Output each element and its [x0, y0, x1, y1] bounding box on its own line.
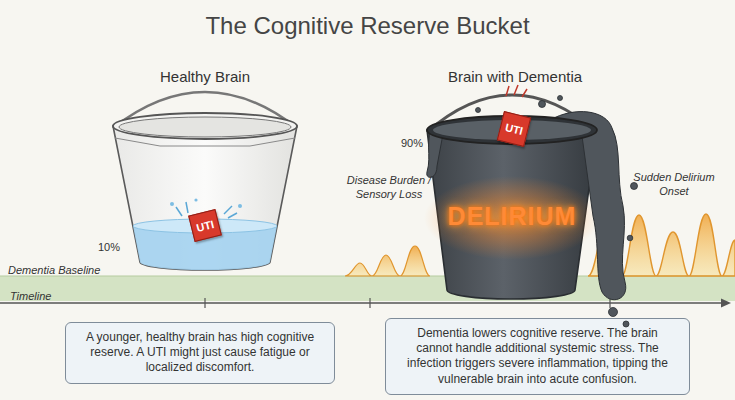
bucket-rim — [113, 113, 297, 139]
timeline-axis — [0, 302, 722, 304]
axis-label: Timeline — [10, 290, 90, 304]
splash-stroke — [228, 213, 237, 218]
spill-drop — [476, 108, 481, 113]
annotation-text: Sudden Delirium Onset — [622, 171, 726, 199]
uti-text: UTI — [504, 121, 524, 137]
spill-drop — [627, 235, 633, 241]
timeline-arrowhead — [721, 299, 731, 308]
bucket-body — [113, 126, 297, 270]
spill-drop — [609, 308, 618, 317]
delirium-label: DELIRIUM — [410, 202, 614, 231]
splash-stroke — [224, 206, 232, 214]
bucket-heading: Brain with Dementia — [410, 68, 620, 85]
timeline-tick — [369, 298, 370, 308]
splash-stroke — [176, 207, 182, 216]
explanation-box: Dementia lowers cognitive reserve. The b… — [385, 318, 690, 395]
axis-label: Dementia Baseline — [8, 264, 148, 278]
impact-mark — [506, 85, 527, 97]
annotation-text: Disease Burden / Sensory Loss — [343, 174, 435, 202]
splash-drop — [194, 198, 197, 201]
caption-text: Dementia lowers cognitive reserve. The b… — [398, 326, 677, 387]
percentage-label: 10% — [98, 241, 138, 255]
bucket-heading: Healthy Brain — [100, 68, 310, 85]
caption-text: A younger, healthy brain has high cognit… — [78, 330, 322, 376]
percentage-label: 90% — [401, 137, 441, 151]
spill-drop — [631, 183, 638, 190]
healthy-bucket: UTI Healthy Brain — [100, 66, 310, 271]
signal-wave — [345, 246, 430, 276]
bucket-outline — [100, 66, 310, 271]
splash-drop — [170, 202, 174, 206]
spill-drop — [558, 96, 563, 101]
spill-drop — [539, 101, 546, 108]
bucket-rim-inner — [119, 117, 291, 137]
splash-drop — [238, 204, 242, 208]
explanation-box: A younger, healthy brain has high cognit… — [65, 322, 335, 384]
dementia-bucket: UTI Brain with DementiaDELIRIUM — [410, 66, 620, 301]
spill-drop — [623, 321, 629, 327]
splash-stroke — [186, 202, 188, 213]
timeline-tick — [204, 298, 205, 308]
diagram-title: The Cognitive Reserve Bucket — [0, 12, 735, 40]
uti-text: UTI — [195, 218, 215, 234]
bucket-outline — [410, 66, 620, 301]
